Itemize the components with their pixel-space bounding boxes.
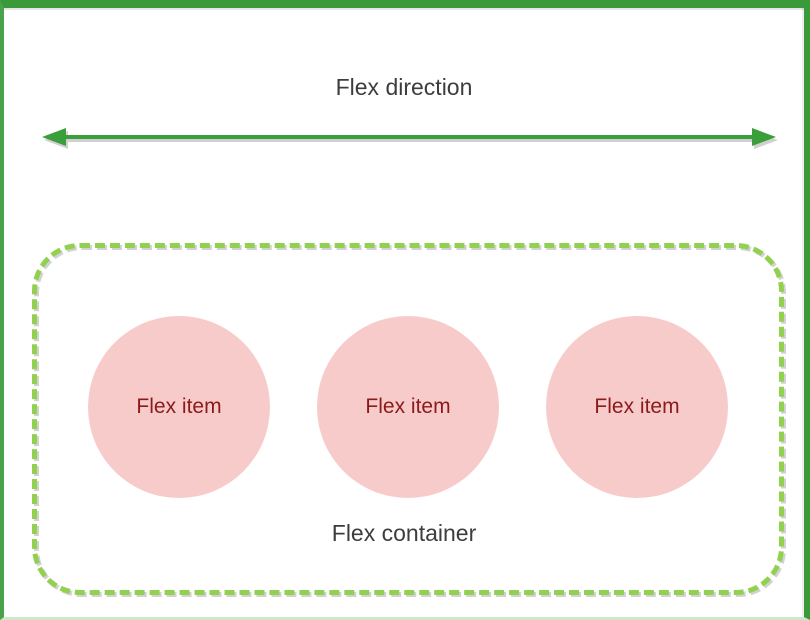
flex-items-row: Flex item Flex item Flex item	[32, 316, 784, 498]
flex-direction-arrow	[42, 126, 776, 150]
flex-item-1-label: Flex item	[136, 395, 222, 418]
flex-container-label: Flex container	[331, 520, 477, 546]
flex-direction-title: Flex direction	[335, 74, 473, 100]
flex-item-2: Flex item	[317, 316, 499, 498]
double-headed-arrow-icon	[42, 128, 776, 146]
flex-item-2-label: Flex item	[365, 395, 451, 418]
flex-container-outline	[32, 243, 784, 595]
flex-item-1: Flex item	[88, 316, 270, 498]
flex-item-3-label: Flex item	[594, 395, 680, 418]
flex-item-3: Flex item	[546, 316, 728, 498]
